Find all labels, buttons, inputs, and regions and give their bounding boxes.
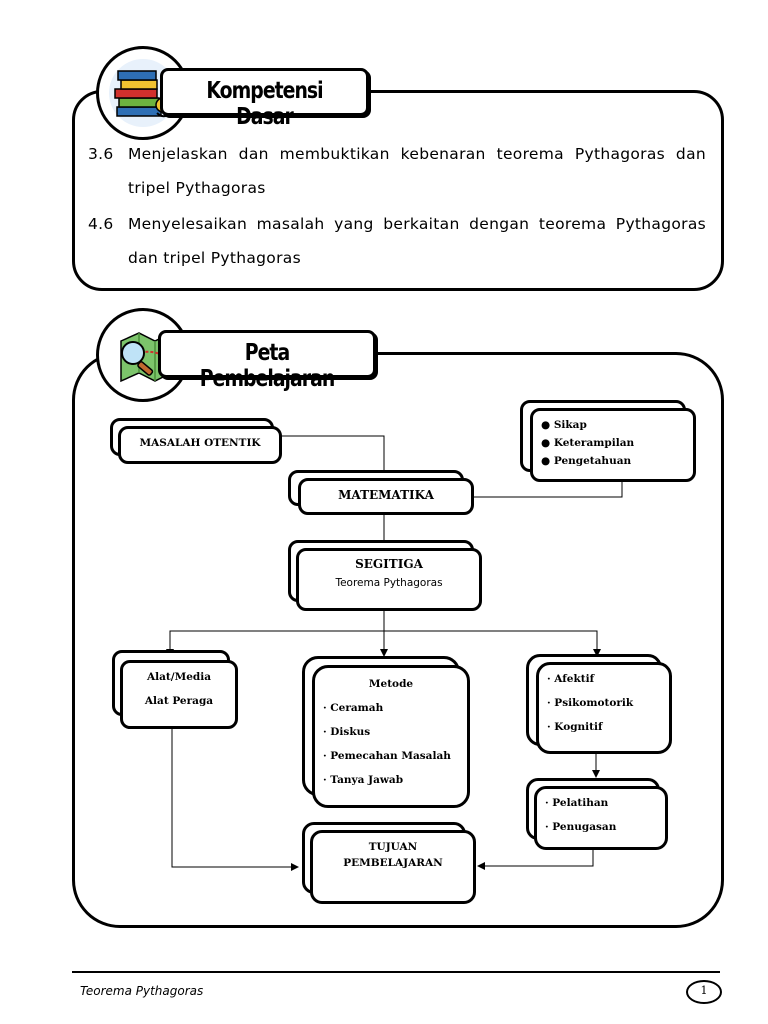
domain-item-label: Keterampilan bbox=[553, 437, 635, 449]
matematika-box: MATEMATIKA bbox=[298, 478, 474, 515]
kompetensi-item-number: 3.6 bbox=[88, 145, 114, 163]
domain-item-label: Pengetahuan bbox=[553, 455, 632, 467]
teorema-label: Teorema Pythagoras bbox=[335, 577, 443, 589]
kompetensi-item-number: 4.6 bbox=[88, 215, 114, 233]
domain-item-label: Sikap bbox=[553, 419, 587, 431]
masalah-box: MASALAH OTENTIK bbox=[118, 426, 282, 464]
metode-item: · Ceramah bbox=[323, 702, 384, 714]
peta-title: Peta Pembelajaran bbox=[199, 340, 336, 392]
tujuan-label: TUJUAN bbox=[368, 841, 418, 853]
connector-line bbox=[278, 435, 385, 474]
ranah-box: · Afektif · Psikomotorik · Kognitif bbox=[536, 662, 672, 754]
metode-box: Metode · Ceramah · Diskus · Pemecahan Ma… bbox=[312, 665, 470, 808]
metode-item: · Diskus bbox=[323, 726, 371, 738]
domain-item: ● Sikap bbox=[541, 419, 587, 431]
tugas-box: · Pelatihan · Penugasan bbox=[534, 786, 668, 850]
masalah-label: MASALAH OTENTIK bbox=[139, 437, 261, 449]
kompetensi-title-tab: Kompetensi Dasar bbox=[160, 68, 369, 130]
alat-box: Alat/Media Alat Peraga bbox=[120, 660, 238, 729]
matematika-label: MATEMATIKA bbox=[338, 488, 434, 502]
kompetensi-item-text: Menyelesaikan masalah yang berkaitan den… bbox=[128, 215, 706, 267]
kompetensi-title: Kompetensi Dasar bbox=[206, 78, 323, 130]
tujuan-box: TUJUAN PEMBELAJARAN bbox=[310, 830, 476, 904]
segitiga-box: SEGITIGA Teorema Pythagoras bbox=[296, 548, 482, 611]
kompetensi-item: 4.6 Menyelesaikan masalah yang berkaitan… bbox=[88, 207, 706, 277]
segitiga-label: SEGITIGA bbox=[355, 557, 423, 571]
metode-item: · Pemecahan Masalah bbox=[323, 750, 451, 762]
ranah-item: · Afektif bbox=[547, 673, 595, 685]
metode-title: Metode bbox=[368, 678, 414, 690]
alat-label: Alat/Media bbox=[146, 671, 212, 683]
alat-label: Alat Peraga bbox=[144, 695, 214, 707]
connector-arrow bbox=[171, 726, 299, 871]
domains-box: ● Sikap ● Keterampilan ● Pengetahuan bbox=[530, 408, 696, 482]
footer-title: Teorema Pythagoras bbox=[80, 984, 204, 998]
kompetensi-dasar-frame bbox=[72, 90, 724, 291]
connector-arrow bbox=[477, 848, 594, 870]
domain-item: ● Keterampilan bbox=[541, 437, 635, 449]
kompetensi-item-text: Menjelaskan dan membuktikan kebenaran te… bbox=[128, 145, 706, 197]
peta-icon-circle bbox=[96, 308, 190, 402]
ranah-item: · Psikomotorik bbox=[547, 697, 634, 709]
domain-item: ● Pengetahuan bbox=[541, 455, 632, 467]
page-number-badge: 1 bbox=[686, 980, 722, 1004]
kompetensi-item: 3.6 Menjelaskan dan membuktikan kebenara… bbox=[88, 137, 706, 207]
page-number: 1 bbox=[700, 984, 708, 997]
metode-item: · Tanya Jawab bbox=[323, 774, 404, 786]
tujuan-label: PEMBELAJARAN bbox=[343, 857, 443, 869]
ranah-item: · Kognitif bbox=[547, 721, 603, 733]
tugas-item: · Penugasan bbox=[545, 821, 617, 833]
tugas-item: · Pelatihan bbox=[545, 797, 609, 809]
connector-line bbox=[470, 480, 623, 498]
footer-divider bbox=[72, 971, 720, 973]
peta-title-tab: Peta Pembelajaran bbox=[158, 330, 376, 392]
